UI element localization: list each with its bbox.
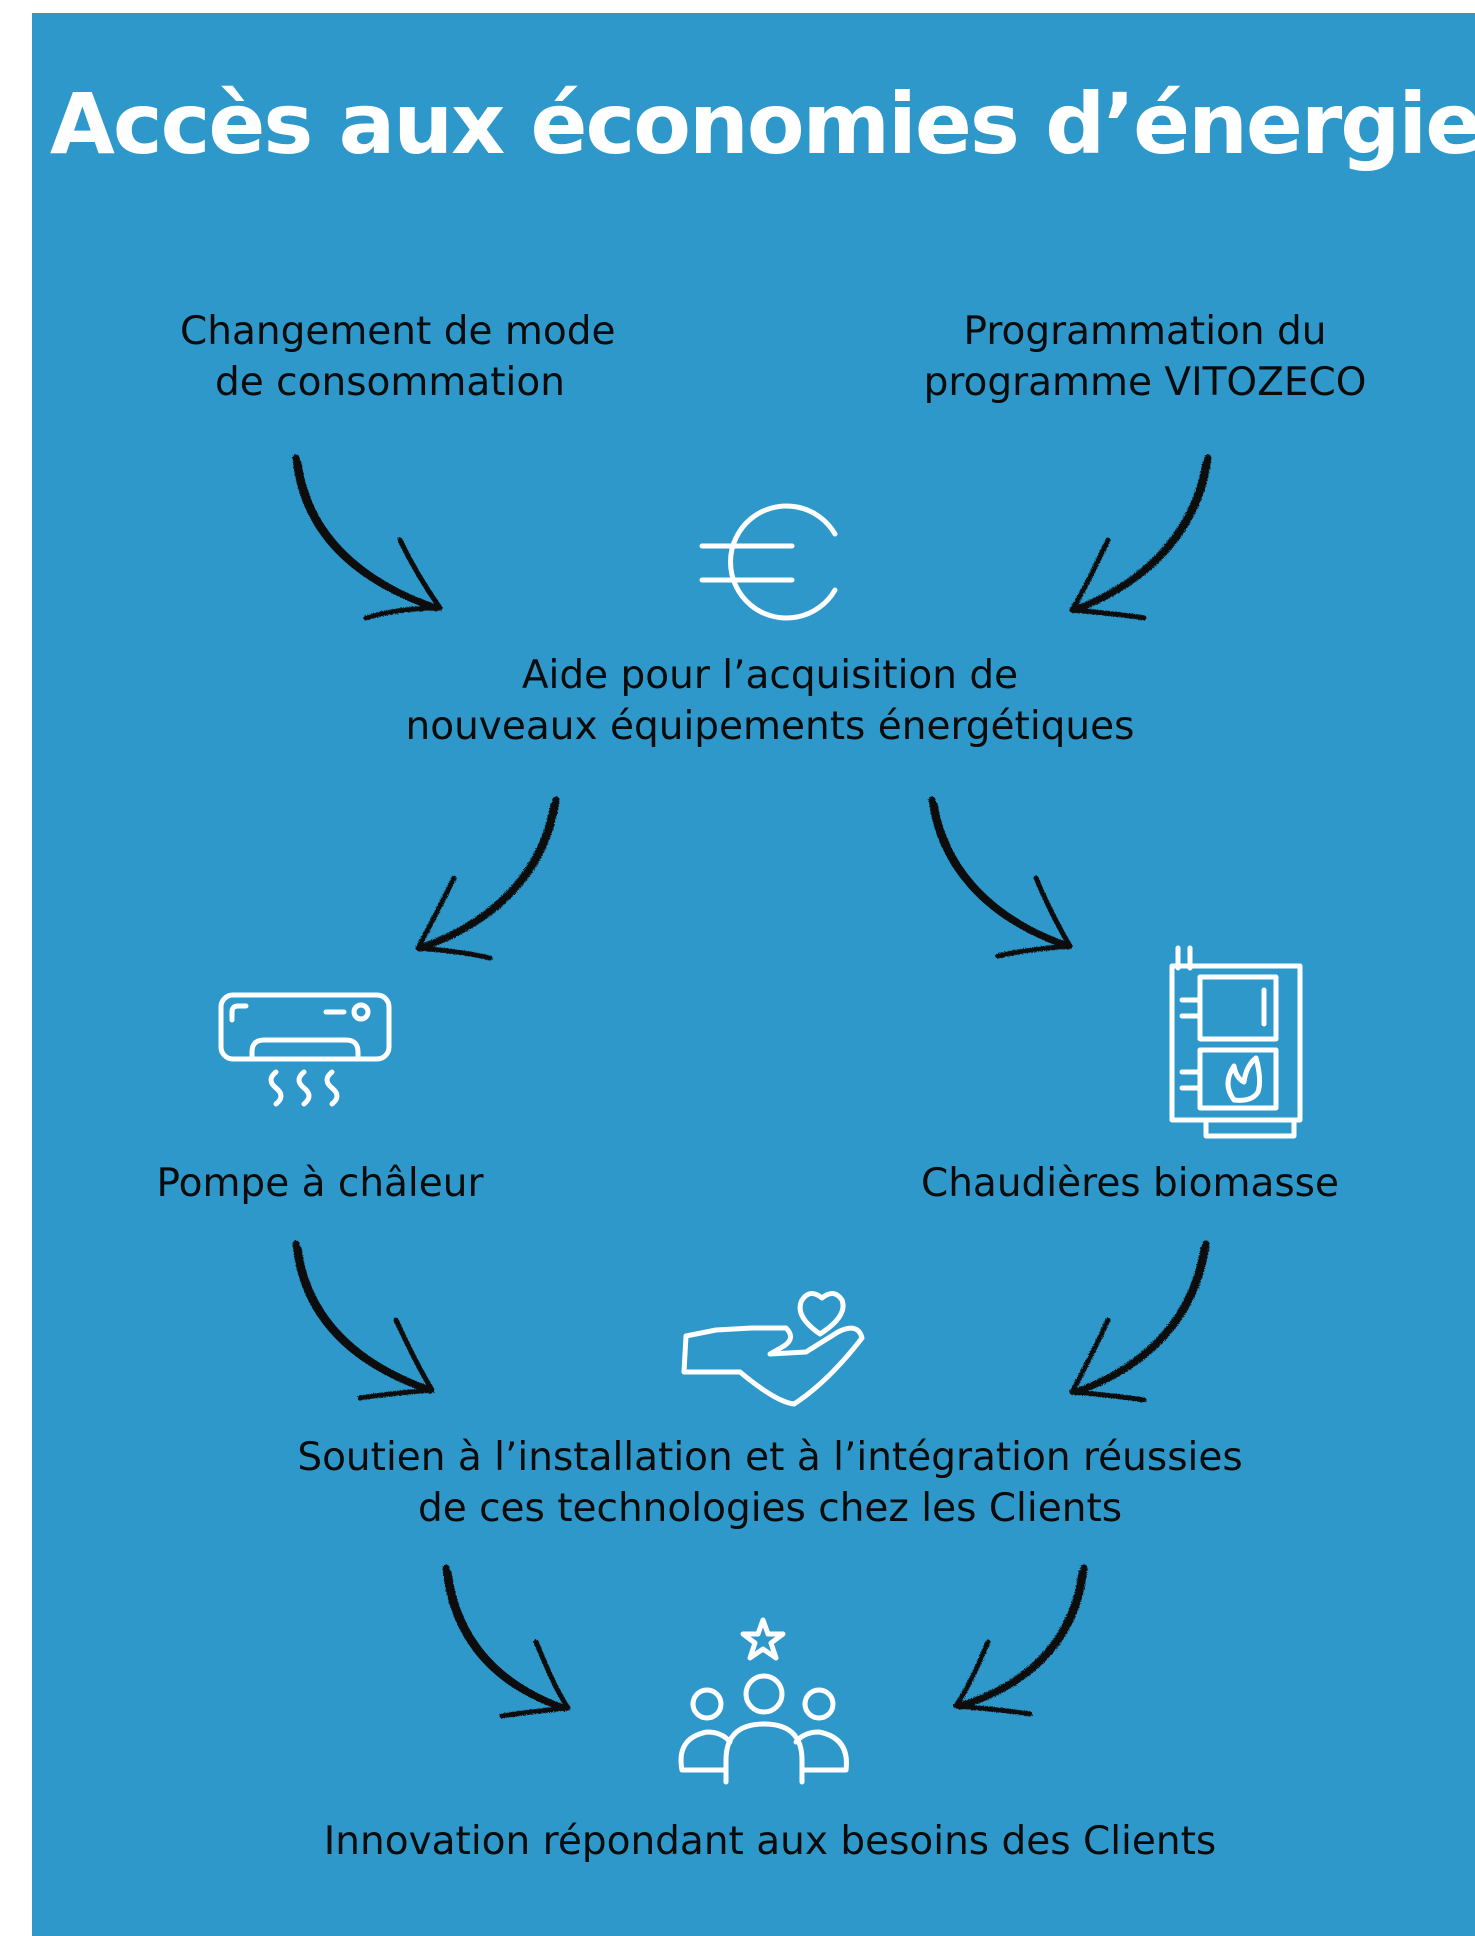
euro-icon xyxy=(699,503,838,621)
node-mode-change-line1: Changement de mode xyxy=(180,309,616,354)
node-innovation: Innovation répondant aux besoins des Cli… xyxy=(320,1816,1220,1867)
people-star-icon xyxy=(678,1617,849,1785)
node-aid-line1: Aide pour l’acquisition de xyxy=(521,653,1019,698)
arrow-mode-to-aid xyxy=(292,454,443,621)
arrow-biomass-to-support xyxy=(1069,1240,1210,1403)
arrow-aid-to-biomass xyxy=(928,796,1073,959)
page-title: Accès aux économies d’énergie xyxy=(49,75,1475,173)
biomass-boiler-icon xyxy=(1169,945,1303,1139)
hand-heart-icon xyxy=(681,1291,865,1407)
node-heat-pump-line1: Pompe à châleur xyxy=(156,1161,484,1206)
arrow-aid-to-heat-pump xyxy=(415,796,560,961)
air-conditioner-icon xyxy=(218,992,392,1107)
node-mode-change: Changement de mode de consommation xyxy=(180,306,616,408)
node-vitozeco-line1: Programmation du xyxy=(963,309,1327,354)
arrow-support-to-innovation-left xyxy=(442,1564,571,1719)
node-biomass: Chaudières biomasse xyxy=(910,1158,1350,1209)
arrow-support-to-innovation-right xyxy=(953,1564,1088,1717)
arrow-vitozeco-to-aid xyxy=(1069,454,1212,621)
arrow-heat-pump-to-support xyxy=(292,1240,435,1401)
node-innovation-line1: Innovation répondant aux besoins des Cli… xyxy=(323,1819,1217,1864)
node-support-line2: de ces technologies chez les Clients xyxy=(417,1486,1123,1531)
node-biomass-line1: Chaudières biomasse xyxy=(920,1161,1339,1206)
node-heat-pump: Pompe à châleur xyxy=(130,1158,510,1209)
node-support: Soutien à l’installation et à l’intégrat… xyxy=(290,1432,1250,1534)
node-aid-line2: nouveaux équipements énergétiques xyxy=(405,704,1135,749)
node-vitozeco: Programmation du programme VITOZECO xyxy=(900,306,1390,408)
node-vitozeco-line2: programme VITOZECO xyxy=(923,360,1367,405)
node-aid: Aide pour l’acquisition de nouveaux équi… xyxy=(400,650,1140,752)
node-support-line1: Soutien à l’installation et à l’intégrat… xyxy=(297,1435,1243,1480)
node-mode-change-line2: de consommation xyxy=(215,360,565,405)
